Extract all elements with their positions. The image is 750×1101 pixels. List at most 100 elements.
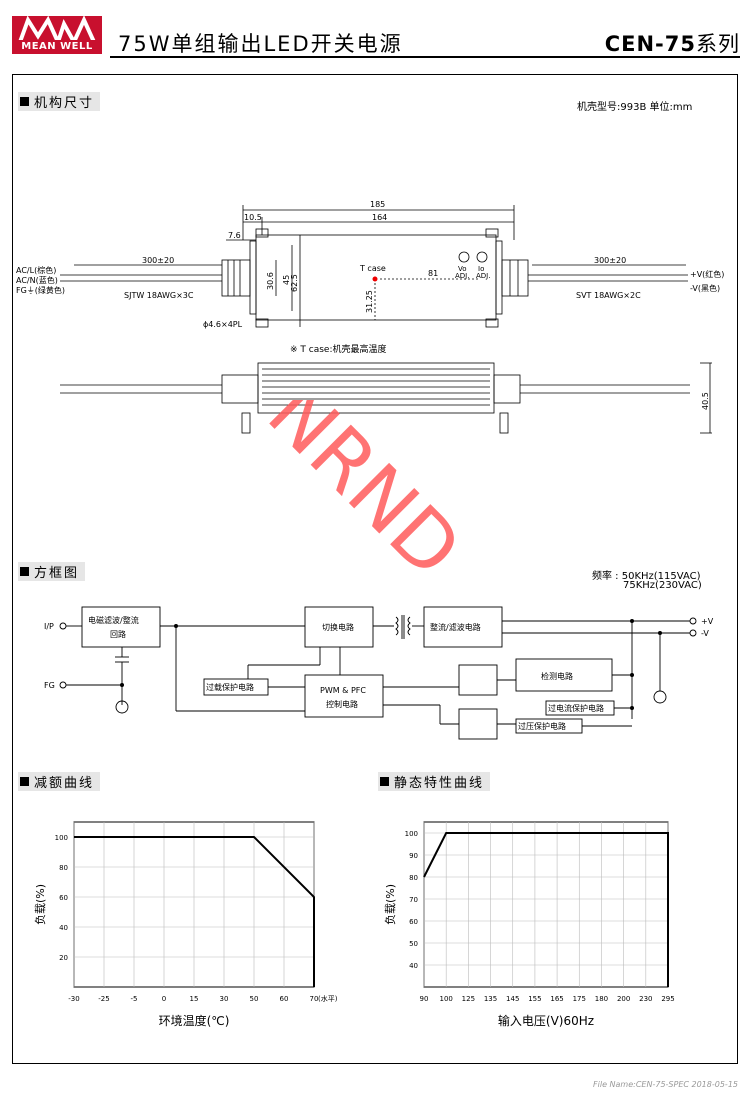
x-tick-label: 70 [310,995,319,1003]
label-detect: 检测电路 [541,671,573,681]
label-vminus: -V [701,629,709,638]
x-tick-label: 100 [439,995,452,1003]
wire-acl: AC/L(棕色) [16,265,56,275]
y-tick-label: 60 [59,894,68,902]
series-title: CEN-75系列 [605,28,740,58]
cable-in: SJTW 18AWG×3C [124,291,194,300]
dim-wire-left: 300±20 [142,256,174,265]
mounting-hole: ϕ4.6×4PL [203,320,243,329]
freq-label-2: 75KHz(230VAC) [623,580,702,591]
y-axis-label: 负载(%) [383,884,397,925]
x-tick-label: 295 [661,995,674,1003]
section-block-label: 方框图 [34,566,80,581]
x-tick-label: -5 [131,995,138,1003]
bullet-square-icon [20,777,29,786]
wire-vminus: -V(黑色) [690,283,720,293]
x-tick-label: -25 [98,995,109,1003]
label-pwm-2: 控制电路 [326,699,358,709]
y-tick-label: 100 [55,834,68,842]
dim-7-6: 7.6 [228,231,241,240]
section-static-label: 静态特性曲线 [394,776,485,791]
vo-adj-label: ADJ. [455,272,469,280]
header-rule [110,56,740,58]
dim-164: 164 [372,213,387,222]
dim-185: 185 [370,200,385,209]
io-label: Io [478,265,484,273]
block-diagram: I/P FG 电磁滤波/整流 回路 切换电路 整流/滤波电路 过载保护电路 PW… [44,606,714,740]
x-tick-label: 90 [420,995,429,1003]
y-tick-label: 60 [409,918,418,926]
y-tick-label: 90 [409,852,418,860]
section-block: 方框图 [18,562,86,581]
series-suffix: 系列 [696,32,740,56]
section-derating: 减额曲线 [18,772,101,791]
tcase-note: ※ T case:机壳最高温度 [290,343,386,355]
freq-label: 频率 : 50KHz(115VAC) [592,571,701,582]
wire-acn: AC/N(蓝色) [16,275,58,285]
y-axis-label: 负载(%) [33,884,47,925]
y-tick-label: 50 [409,940,418,948]
plot-frame [423,821,669,988]
x-tick-label: 145 [506,995,519,1003]
dim-31-25: 31.25 [365,290,374,313]
vo-label: Vo [458,265,467,273]
section-static: 静态特性曲线 [378,772,491,791]
case-note: 机壳型号:993B 单位:mm [577,102,693,113]
label-ocp: 过电流保护电路 [548,703,604,713]
switch-block [304,606,374,648]
x-axis-label: 环境温度(℃) [159,1013,230,1028]
dim-45: 45 [282,275,291,285]
y-tick-label: 70 [409,896,418,904]
y-tick-label: 80 [59,864,68,872]
x-tick-label: 0 [162,995,166,1003]
bullet-square-icon [380,777,389,786]
label-ovp: 过压保护电路 [518,721,566,731]
dim-62-5: 62.5 [290,274,299,292]
dim-10-5: 10.5 [244,213,262,222]
page-title: 75W单组输出LED开关电源 [118,32,403,56]
x-axis-label: 输入电压(V)60Hz [498,1013,594,1028]
nrnd-watermark: NRND [250,400,477,595]
content-frame [12,74,738,1064]
series-model: CEN-75 [604,32,696,56]
dim-wire-right: 300±20 [594,256,626,265]
bullet-square-icon [20,567,29,576]
label-emi-2: 回路 [110,629,126,639]
wire-fg: FG⏚(绿黄色) [16,285,65,295]
rectifier-block [423,606,503,648]
emi-block [81,606,161,648]
y-tick-label: 20 [59,954,68,962]
label-pwm-1: PWM & PFC [320,686,366,695]
watermark-text: NRND [250,400,477,595]
label-fg: FG [44,681,55,690]
x-tick-label: 180 [595,995,608,1003]
x-tick-label: 15 [190,995,199,1003]
tcase-label: T case [359,264,386,273]
y-tick-label: 40 [59,924,68,932]
optocoupler-1 [458,664,498,696]
dim-30-6: 30.6 [266,272,275,290]
dim-40-5: 40.5 [701,392,710,410]
x-tick-label: 230 [639,995,652,1003]
section-mechanical-label: 机构尺寸 [34,96,95,111]
label-emi-1: 电磁滤波/整流 [88,615,139,625]
y-tick-label: 40 [409,962,418,970]
series-line [74,836,315,987]
y-tick-label: 100 [405,830,418,838]
x-tick-label: 50 [250,995,259,1003]
x-tick-label: 135 [484,995,497,1003]
x-tick-label: 30 [220,995,229,1003]
x-tick-label: 175 [573,995,586,1003]
series-line [423,832,669,987]
x-tick-label: -30 [68,995,79,1003]
label-ip: I/P [44,622,54,631]
cable-out: SVT 18AWG×2C [576,291,641,300]
io-adj-label: ADJ. [476,272,490,280]
mechanical-drawing: 185 10.5 164 7.6 300±20 300±20 T case 81… [16,200,724,434]
bullet-square-icon [20,97,29,106]
footer-filename: File Name:CEN-75-SPEC 2018-05-15 [593,1080,738,1089]
x-tick-label: 125 [462,995,475,1003]
x-tick-label: 200 [617,995,630,1003]
